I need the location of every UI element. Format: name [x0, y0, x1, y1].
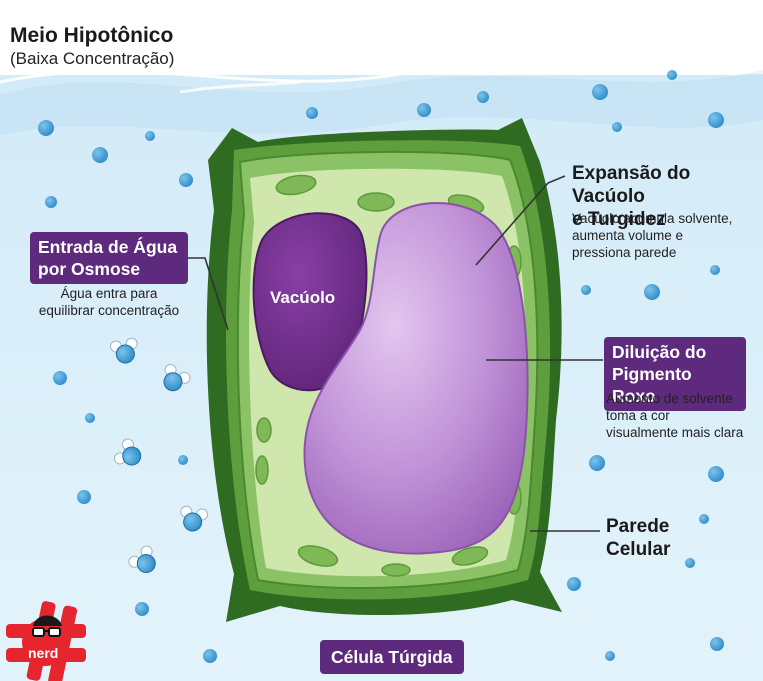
vacuole-large — [303, 202, 529, 555]
expansion-title-line2: e Turgidez — [572, 209, 666, 230]
chloroplasts — [255, 174, 522, 577]
expansion-title-line1: Expansão do Vacúolo — [572, 163, 691, 207]
water-particles — [38, 70, 724, 663]
water-entry-desc-line1: Água entra para — [60, 286, 158, 301]
water-entry-title-line2: por Osmose — [38, 259, 141, 279]
expansion-desc-line2: aumenta volume e — [572, 228, 684, 243]
expansion-title: Expansão do Vacúolo e Turgidez — [572, 162, 763, 231]
cell-wall-label-line1: Parede — [606, 516, 670, 537]
expansion-desc-line1: Vacúolo acumula solvente, — [572, 211, 733, 226]
dilution-desc-line2: toma a cor — [606, 408, 670, 423]
dilution-title-line1: Diluição do — [612, 342, 707, 362]
expansion-desc-line3: pressiona parede — [572, 245, 677, 260]
cell-wall-label-line2: Celular — [606, 539, 671, 560]
nerd-logo-icon — [6, 601, 86, 681]
expansion-description: Vacúolo acumula solvente, aumenta volume… — [572, 210, 732, 261]
cell-wall-label: Parede Celular — [606, 515, 670, 561]
water-entry-description: Água entra para equilibrar concentração — [30, 285, 188, 319]
medium-subtitle: (Baixa Concentração) — [10, 49, 175, 68]
dilution-title-line2: Pigmento Roxo — [612, 364, 692, 406]
water-entry-tag: Entrada de Água por Osmose — [30, 232, 188, 284]
water-entry-title-line1: Entrada de Água — [38, 237, 178, 257]
dilution-desc-line1: Aumento de solvente — [606, 391, 733, 406]
logo-text: nerd — [28, 645, 59, 661]
dilution-desc-line3: visualmente mais clara — [606, 425, 744, 440]
cell-state-tag: Célula Túrgida — [320, 640, 464, 674]
medium-title: Meio Hipotônico — [10, 24, 174, 47]
water-entry-desc-line2: equilibrar concentração — [38, 303, 180, 318]
dilution-tag: Diluição do Pigmento Roxo — [604, 337, 746, 411]
vacuole-label: Vacúolo — [270, 288, 336, 307]
leader-lines — [183, 175, 603, 532]
dilution-description: Aumento de solvente toma a cor visualmen… — [606, 390, 743, 441]
